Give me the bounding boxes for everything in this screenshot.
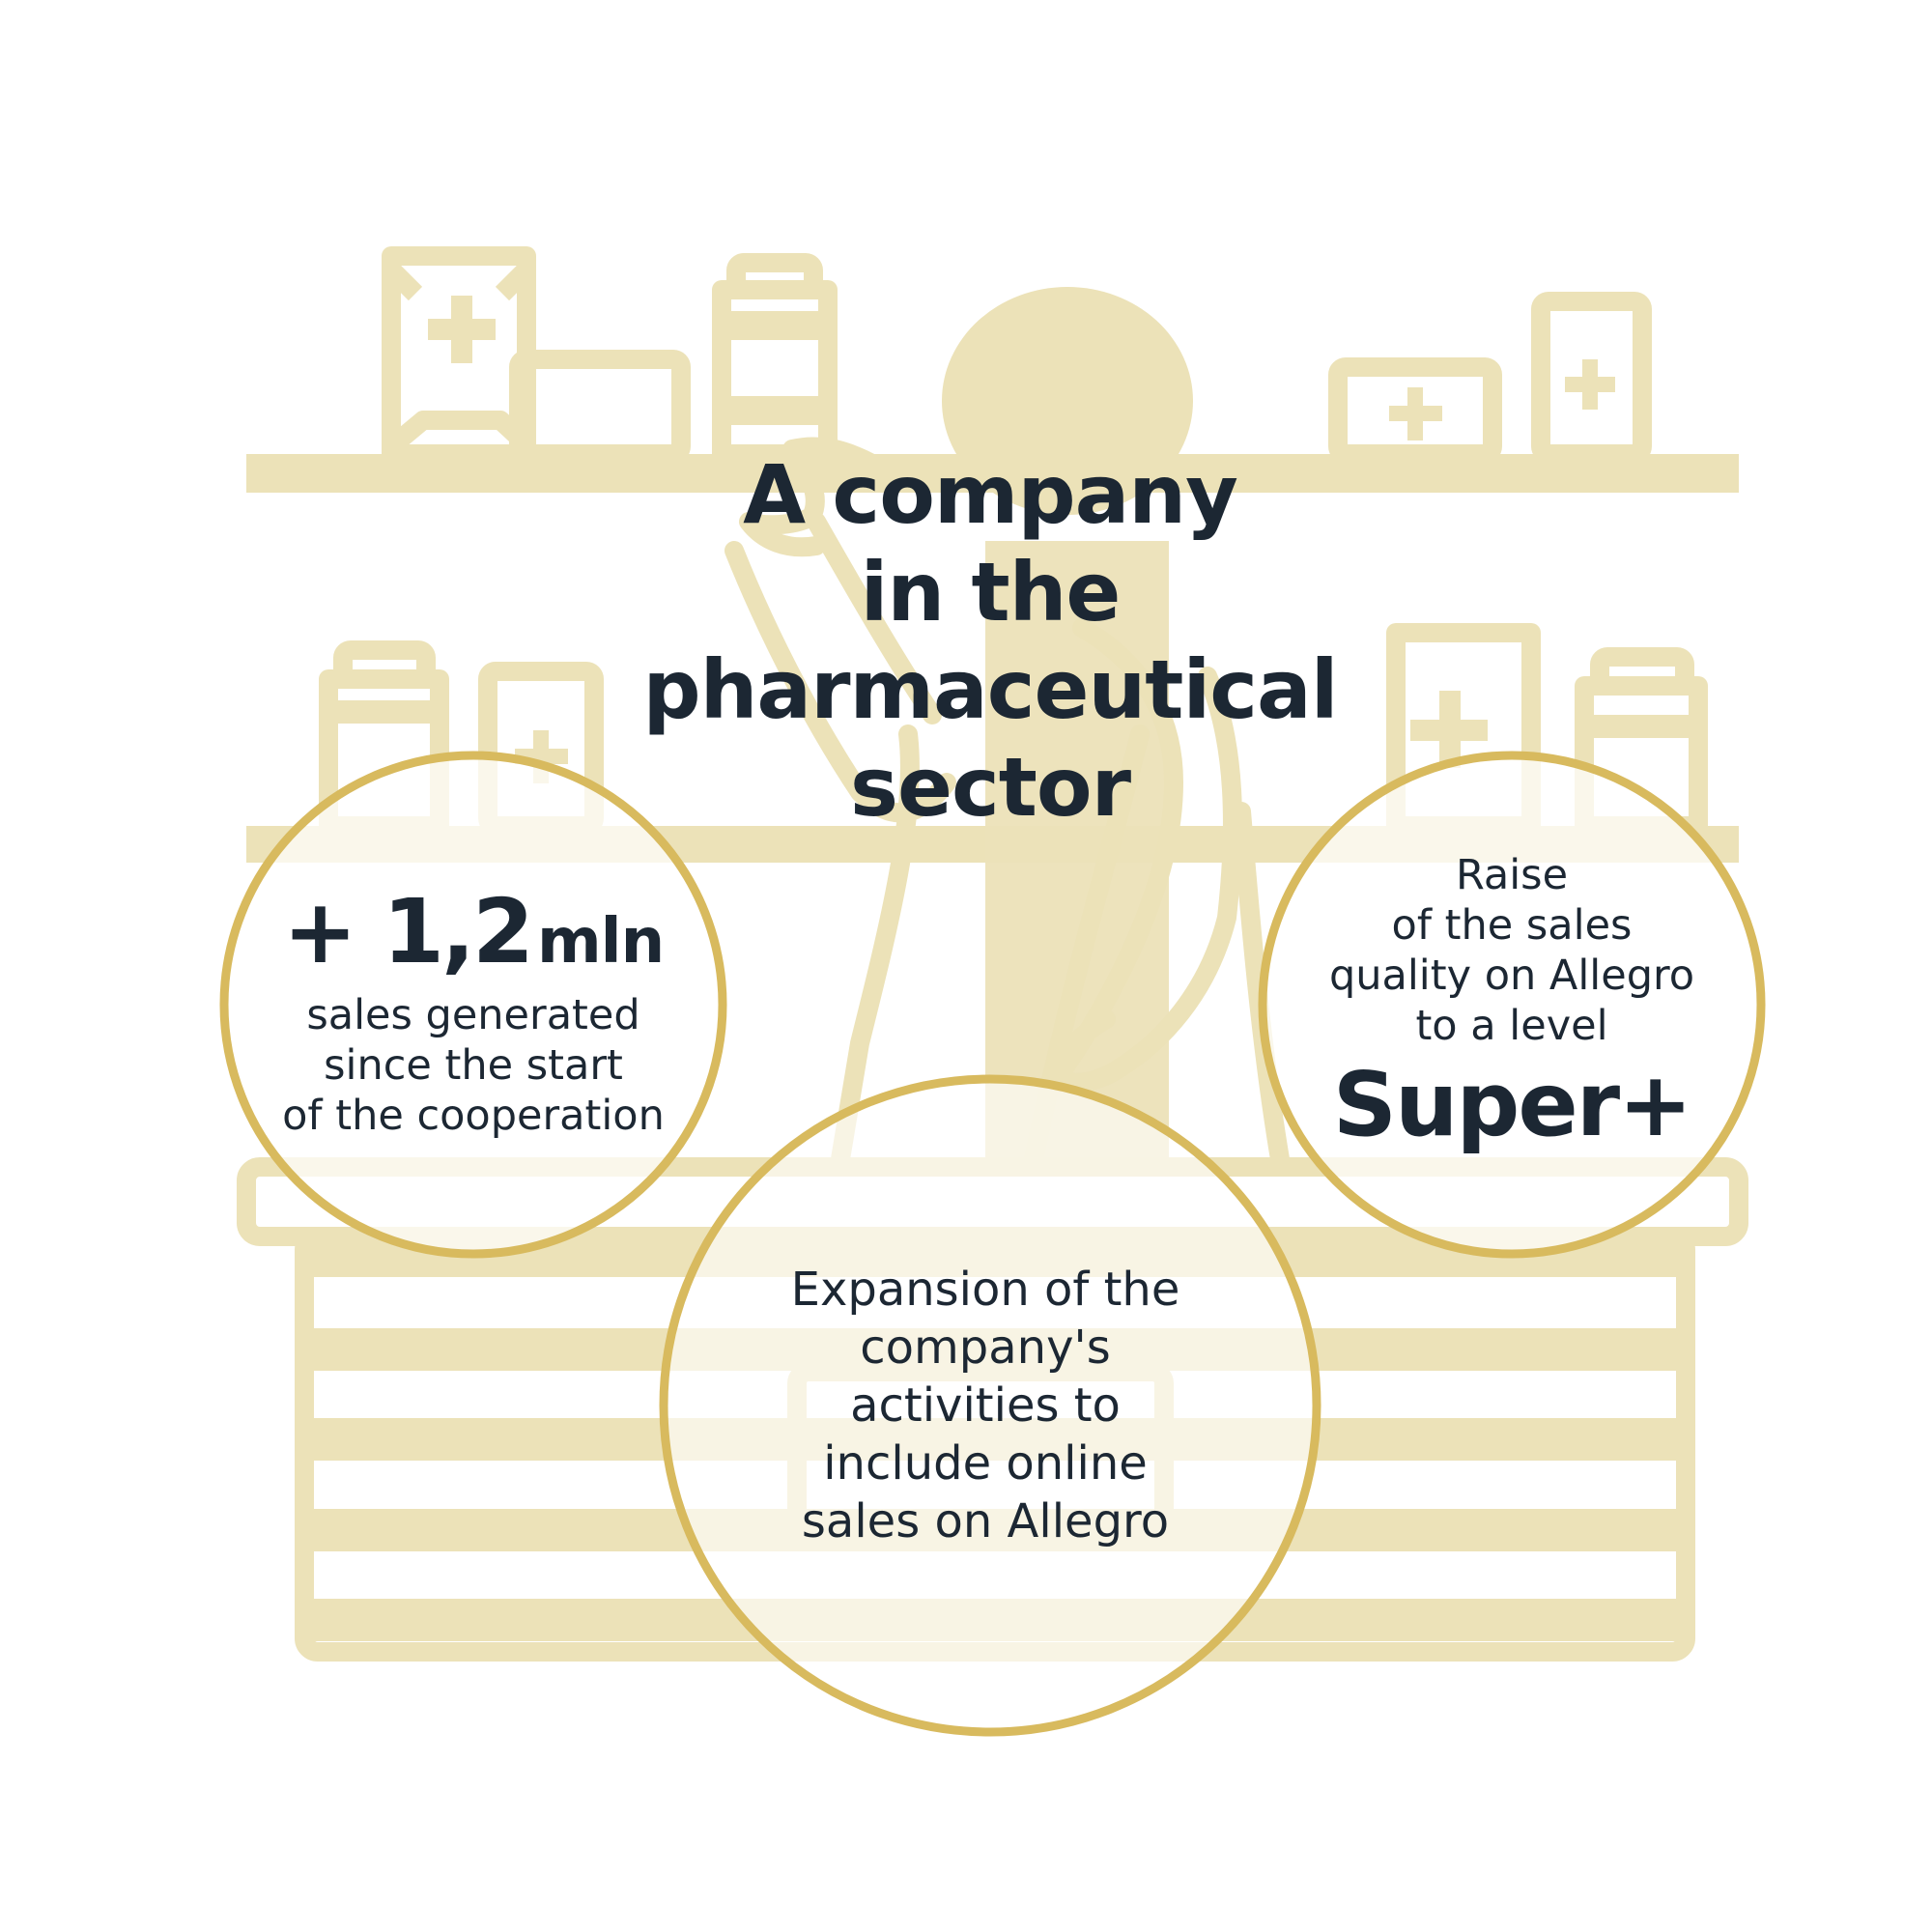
sales-caption-line: sales generated — [306, 991, 640, 1039]
quality-caption-line: quality on Allegro — [1328, 952, 1695, 1000]
expansion-caption-line: sales on Allegro — [801, 1494, 1170, 1548]
pharmacist-illustration — [942, 287, 1193, 1159]
sales-caption-line: of the cooperation — [282, 1092, 665, 1140]
expansion-caption-line: company's — [860, 1321, 1111, 1375]
quality-circle — [1258, 751, 1766, 1259]
quality-caption-line: of the sales — [1391, 901, 1633, 950]
sales-caption-line: since the start — [324, 1041, 623, 1090]
medicine-bottle-icon — [712, 253, 838, 464]
medicine-box-icon — [1531, 292, 1652, 464]
sales-value-unit: mln — [536, 906, 665, 978]
expansion-stat: Expansion of the company's activities to… — [715, 1261, 1256, 1550]
expansion-caption-line: activities to — [850, 1378, 1121, 1433]
sales-circle — [219, 751, 727, 1259]
medicine-box-icon — [1328, 357, 1502, 464]
medicine-box-icon — [509, 350, 691, 464]
expansion-circle — [659, 1074, 1321, 1737]
quality-stat: Raise of the sales quality on Allegro to… — [1261, 850, 1763, 1159]
page-title: A company in the pharmaceutical sector — [541, 446, 1439, 837]
title-line: A company — [743, 447, 1238, 542]
expansion-caption-line: include online — [823, 1436, 1148, 1491]
expansion-caption-line: Expansion of the — [790, 1263, 1180, 1317]
title-line: sector — [849, 740, 1131, 835]
sales-value: + 1,2mln — [232, 884, 715, 990]
sales-value-number: + 1,2 — [282, 880, 534, 983]
quality-level: Super+ — [1332, 1053, 1692, 1156]
quality-caption-line: to a level — [1415, 1002, 1608, 1050]
quality-caption-line: Raise — [1455, 851, 1569, 899]
title-line: in the — [860, 545, 1122, 639]
sales-stat: + 1,2mln sales generated since the start… — [232, 884, 715, 1141]
title-line: pharmaceutical — [642, 642, 1338, 737]
